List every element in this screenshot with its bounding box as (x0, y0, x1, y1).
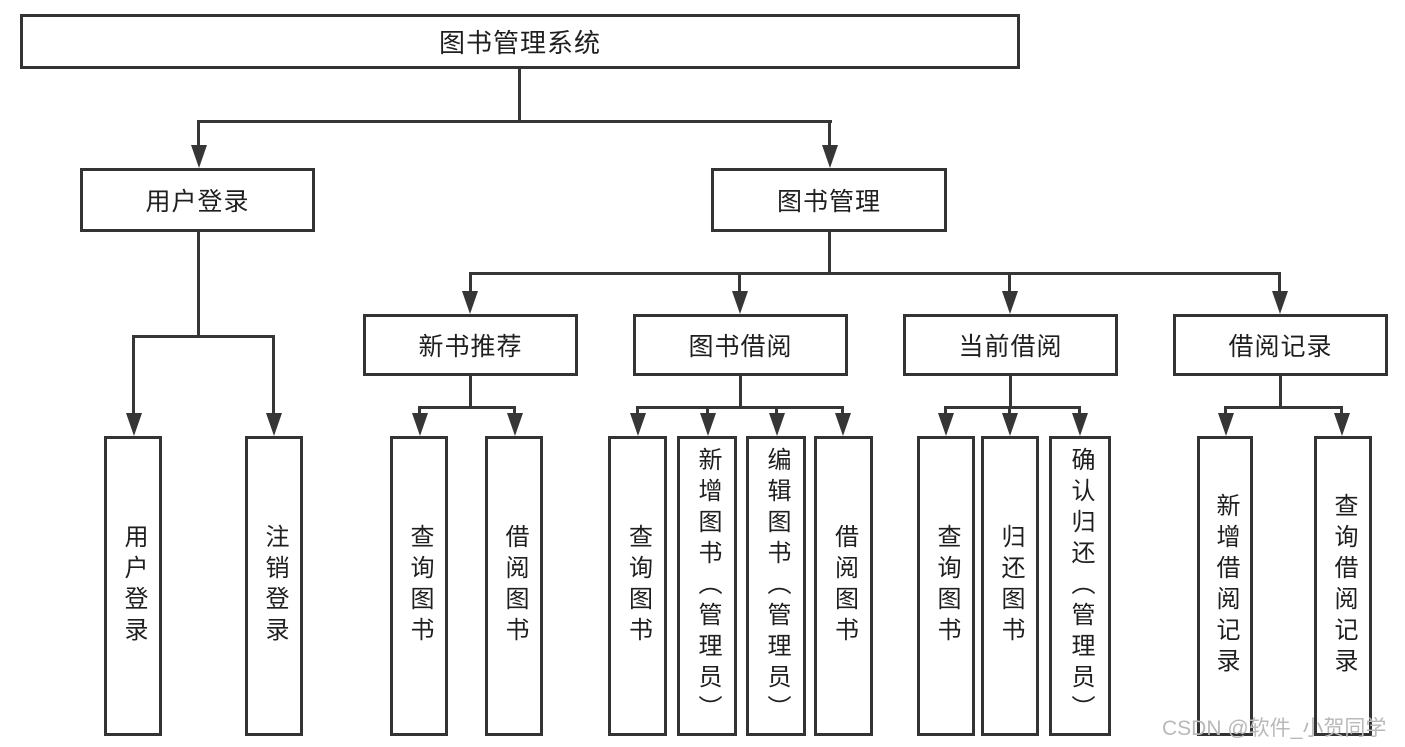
connector-stem (1224, 406, 1227, 415)
node-label: 用户登录 (145, 188, 250, 216)
connector-stem (706, 406, 709, 415)
leaf-user-login: 用户登录 (104, 436, 162, 736)
leaf-borrow-books: 借阅图书 (814, 436, 873, 736)
node-library-management-system: 图书管理系统 (20, 14, 1020, 69)
connector-stem (775, 406, 778, 415)
node-book-borrowing: 图书借阅 (633, 314, 848, 376)
csdn-watermark: CSDN @软件_小贺同学 (1162, 717, 1387, 740)
node-borrowing-records: 借阅记录 (1173, 314, 1388, 376)
leaf-query-books: 查询图书 (608, 436, 667, 736)
connector-stem (1340, 406, 1343, 415)
connector-trunk-user-login (197, 232, 200, 335)
leaf-edit-books-admin: 编辑图书（管理员） (746, 436, 806, 736)
connector-rail-book-management (469, 272, 1281, 275)
node-new-book-recommend: 新书推荐 (363, 314, 578, 376)
leaf-query-books: 查询图书 (917, 436, 975, 736)
connector-stem (513, 406, 516, 415)
arrowhead-down (266, 413, 282, 436)
connector-stem (944, 406, 947, 415)
connector-stem (272, 335, 275, 414)
leaf-confirm-return-admin: 确认归还（管理员） (1049, 436, 1111, 736)
leaf-label: 新增借阅记录 (1212, 493, 1239, 679)
connector-rail-user-login (132, 335, 275, 338)
connector-trunk-current (1009, 376, 1012, 406)
node-current-borrowing: 当前借阅 (903, 314, 1118, 376)
connector-stem (1008, 406, 1011, 415)
leaf-label: 确认归还（管理员） (1067, 446, 1094, 726)
connector-trunk-book-management (828, 232, 831, 272)
leaf-label: 查询图书 (624, 524, 652, 648)
node-label: 当前借阅 (958, 333, 1063, 361)
connector-stem (828, 120, 831, 146)
connector-stem (469, 272, 472, 292)
arrowhead-down (412, 413, 428, 436)
connector-trunk-borrowing (739, 376, 742, 406)
arrowhead-down (1072, 413, 1088, 436)
connector-trunk-root (518, 69, 521, 120)
leaf-label: 新增图书（管理员） (694, 446, 721, 726)
arrowhead-down (769, 413, 785, 436)
connector-stem (132, 335, 135, 414)
leaf-label: 查询借阅记录 (1330, 493, 1357, 679)
arrowhead-down (732, 291, 748, 314)
leaf-label: 编辑图书（管理员） (763, 446, 790, 726)
leaf-label: 借阅图书 (830, 524, 858, 648)
leaf-label: 借阅图书 (501, 524, 528, 648)
arrowhead-down (630, 413, 646, 436)
node-label: 图书借阅 (688, 333, 793, 361)
connector-stem (1078, 406, 1081, 415)
leaf-query-books: 查询图书 (390, 436, 448, 736)
connector-stem (418, 406, 421, 415)
arrowhead-down (1272, 291, 1288, 314)
arrowhead-down (835, 413, 851, 436)
leaf-label: 归还图书 (997, 524, 1024, 648)
arrowhead-down (191, 145, 207, 168)
node-book-management: 图书管理 (711, 168, 947, 232)
arrowhead-down (938, 413, 954, 436)
arrowhead-down (1002, 413, 1018, 436)
connector-trunk-new-book (469, 376, 472, 406)
leaf-label: 用户登录 (120, 524, 147, 648)
leaf-add-borrow-record: 新增借阅记录 (1197, 436, 1253, 736)
connector-stem (197, 120, 200, 146)
leaf-borrow-books: 借阅图书 (485, 436, 543, 736)
connector-rail-borrowing (636, 406, 844, 409)
arrowhead-down (1334, 413, 1350, 436)
leaf-return-books: 归还图书 (981, 436, 1039, 736)
leaf-label: 查询图书 (933, 524, 960, 648)
node-user-login: 用户登录 (80, 168, 315, 232)
arrowhead-down (822, 145, 838, 168)
leaf-add-books-admin: 新增图书（管理员） (677, 436, 737, 736)
connector-stem (841, 406, 844, 415)
arrowhead-down (700, 413, 716, 436)
arrowhead-down (507, 413, 523, 436)
connector-rail-new-book (418, 406, 516, 409)
node-label: 新书推荐 (418, 333, 523, 361)
arrowhead-down (462, 291, 478, 314)
arrowhead-down (126, 413, 142, 436)
leaf-label: 查询图书 (406, 524, 433, 648)
connector-trunk-records (1279, 376, 1282, 406)
connector-rail-current (944, 406, 1081, 409)
node-label: 图书管理系统 (438, 28, 601, 58)
connector-stem (1278, 272, 1281, 292)
leaf-query-borrow-record: 查询借阅记录 (1314, 436, 1372, 736)
arrowhead-down (1218, 413, 1234, 436)
node-label: 借阅记录 (1228, 333, 1333, 361)
leaf-logout: 注销登录 (245, 436, 303, 736)
connector-stem (1008, 272, 1011, 292)
node-label: 图书管理 (776, 188, 881, 216)
arrowhead-down (1002, 291, 1018, 314)
leaf-label: 注销登录 (261, 524, 288, 648)
connector-stem (738, 272, 741, 292)
connector-rail-root (197, 120, 832, 123)
connector-rail-records (1224, 406, 1343, 409)
connector-stem (636, 406, 639, 415)
